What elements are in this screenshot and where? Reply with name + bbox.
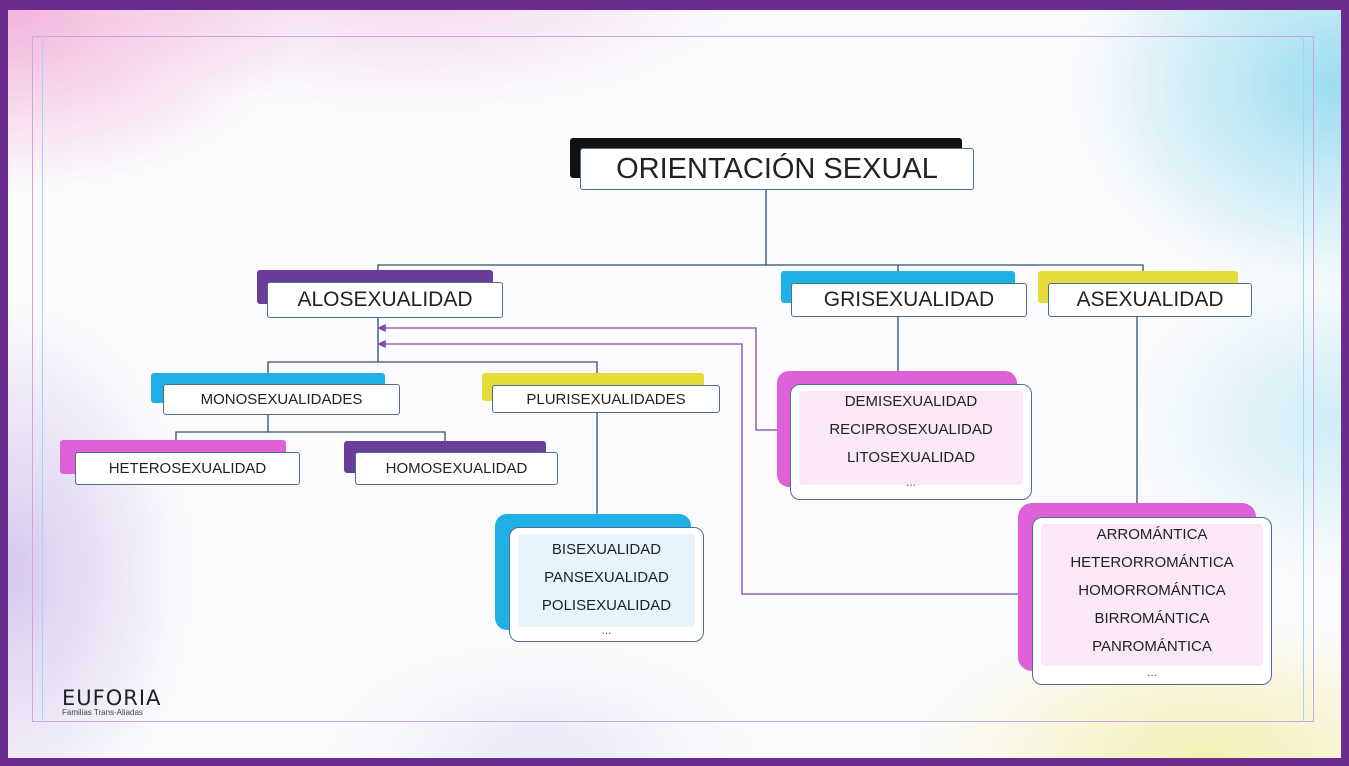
pluri-box: PLURISEXUALIDADES: [492, 385, 720, 413]
gris-list-box: DEMISEXUALIDAD RECIPROSEXUALIDAD LITOSEX…: [790, 384, 1032, 500]
mono-box: MONOSEXUALIDADES: [163, 384, 400, 415]
ase-box: ASEXUALIDAD: [1048, 283, 1252, 317]
inner-border-accent: [42, 36, 1304, 722]
arrow-gris-to-alo: [376, 324, 790, 431]
ase-list-box: ARROMÁNTICA HETERORROMÁNTICA HOMORROMÁNT…: [1032, 517, 1272, 685]
list-item: BIRROMÁNTICA: [1094, 610, 1210, 627]
list-item: LITOSEXUALIDAD: [846, 449, 976, 466]
hetero-box: HETEROSEXUALIDAD: [75, 452, 300, 485]
euforia-logo: EUFORIA Familias Trans-Aliadas: [62, 686, 161, 717]
list-item: ARROMÁNTICA: [1096, 526, 1208, 543]
gris-box: GRISEXUALIDAD: [791, 283, 1027, 317]
inner-border: [32, 36, 1314, 722]
ase-list: ARROMÁNTICA HETERORROMÁNTICA HOMORROMÁNT…: [1033, 521, 1271, 683]
homo-box: HOMOSEXUALIDAD: [355, 452, 558, 485]
list-item: DEMISEXUALIDAD: [844, 393, 978, 410]
alo-box: ALOSEXUALIDAD: [267, 282, 503, 318]
arrow-ase-to-alo: [376, 340, 1035, 595]
logo-text: EUFORIA: [62, 686, 162, 710]
list-item: ...: [905, 475, 916, 489]
gris-list: DEMISEXUALIDAD RECIPROSEXUALIDAD LITOSEX…: [791, 388, 1031, 492]
gris-list-fill: [799, 391, 1023, 485]
connector-mono-hetero: [175, 414, 269, 446]
list-item: ...: [601, 623, 612, 637]
title-box: ORIENTACIÓN SEXUAL: [580, 148, 974, 190]
list-item: HETERORROMÁNTICA: [1070, 554, 1234, 571]
pluri-list: BISEXUALIDAD PANSEXUALIDAD POLISEXUALIDA…: [510, 536, 703, 640]
list-item: POLISEXUALIDAD: [541, 597, 672, 614]
connector-title-alo: [377, 190, 767, 282]
pluri-list-box: BISEXUALIDAD PANSEXUALIDAD POLISEXUALIDA…: [509, 527, 704, 642]
list-item: RECIPROSEXUALIDAD: [829, 421, 993, 438]
list-item: PANSEXUALIDAD: [544, 569, 669, 586]
list-item: BISEXUALIDAD: [551, 541, 662, 558]
ase-list-fill: [1041, 524, 1263, 666]
list-item: ...: [1146, 665, 1157, 679]
logo-subtitle: Familias Trans-Aliadas: [62, 708, 143, 717]
list-item: HOMORROMÁNTICA: [1078, 582, 1226, 599]
pluri-list-fill: [518, 534, 695, 627]
list-item: PANROMÁNTICA: [1092, 638, 1212, 655]
